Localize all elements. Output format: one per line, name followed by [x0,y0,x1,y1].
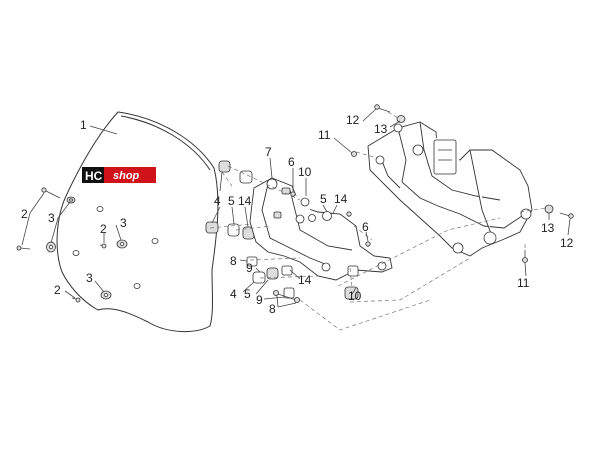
screw-2-left [16,245,31,251]
windshield-bracket [249,177,393,300]
callout-3: 3 [120,216,127,230]
callout-2: 2 [21,207,28,221]
callout-11: 11 [318,128,331,142]
screw-2-upper [41,187,61,199]
callout-10: 10 [298,165,312,179]
bolt-8 [272,289,300,303]
callout-8: 8 [269,302,276,316]
shield-hole [133,283,141,289]
grommet-5-14-mid [227,223,255,240]
callout-3: 3 [86,271,93,285]
screw-2-mid [99,243,107,249]
callout-9: 9 [246,261,253,275]
callout-12: 12 [346,113,360,127]
bolt-12-top [374,104,391,113]
subframe [367,121,533,257]
callout-5: 5 [320,192,327,206]
callout-4: 4 [230,287,237,301]
callout-5: 5 [228,194,235,208]
callout-12: 12 [560,236,574,250]
windshield [56,111,219,333]
washer-3-left [46,241,56,253]
callout-11: 11 [517,276,530,290]
callout-3: 3 [48,211,55,225]
bolt-12-right [559,212,574,219]
washer-3-mid [116,239,128,249]
washer-3-lower [100,290,112,300]
windshield-inner-edge [120,115,211,171]
logo-shop-text: shop [113,170,140,182]
callout-2: 2 [54,283,61,297]
logo-hc-text: HC [85,169,103,183]
callouts: 1 2 3 2 3 3 2 4 5 14 7 6 10 5 14 6 8 9 4… [21,113,574,316]
screw-11-top [351,151,357,157]
logo-hc-box [82,167,104,183]
callout-13: 13 [374,122,388,136]
logo-shop-box [104,167,156,183]
callout-5: 5 [244,287,251,301]
screw-6-right [346,211,371,247]
assembly-lines [209,111,547,331]
washer-13-right [544,204,554,214]
callout-10: 10 [348,289,362,303]
callout-14: 14 [334,192,348,206]
shield-hole [96,206,104,212]
callout-9: 9 [256,293,263,307]
callout-14: 14 [238,194,252,208]
hc-shop-logo: HC shop [82,167,156,183]
shield-hole [72,250,80,256]
callout-6: 6 [288,155,295,169]
grommet-upper [218,160,253,184]
screw-6-upper [290,191,296,197]
shield-hole [151,238,159,244]
callout-4: 4 [214,194,221,208]
leader-lines [21,108,571,308]
washer-13-top [396,115,406,123]
screw-11-bottom [522,250,528,263]
washer-3-upper [66,196,76,204]
grommets-lower [246,256,295,299]
callout-7: 7 [265,145,272,159]
callout-8: 8 [230,254,237,268]
callout-1: 1 [80,118,87,132]
screw-2-lower [71,297,81,303]
callout-6: 6 [362,220,369,234]
callout-13: 13 [541,221,555,235]
callout-14: 14 [298,273,312,287]
callout-2: 2 [100,222,107,236]
